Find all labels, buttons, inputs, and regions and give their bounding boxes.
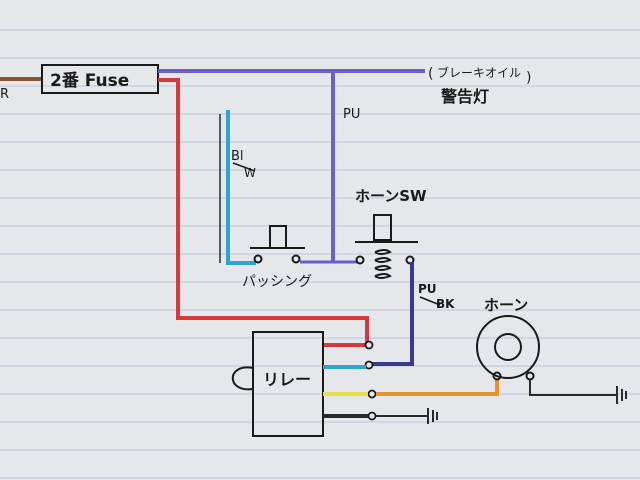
wire-black-horn-ground bbox=[529, 380, 617, 396]
passing-switch bbox=[250, 225, 305, 264]
label-warning-lamp: 警告灯 bbox=[440, 87, 489, 106]
label-brake-paren-close: ) bbox=[526, 70, 531, 86]
label-brake-oil: ブレーキオイル bbox=[437, 65, 521, 80]
label-wire-pu: PU bbox=[343, 107, 360, 122]
wire-dark-blue bbox=[370, 262, 414, 366]
relay-terminals bbox=[364, 340, 377, 421]
relay-box bbox=[252, 331, 324, 437]
label-horn-switch: ホーンSW bbox=[355, 187, 427, 205]
label-relay: リレー bbox=[263, 370, 311, 389]
label-passing: パッシング bbox=[242, 274, 312, 290]
paper-rules bbox=[0, 29, 640, 479]
label-horn: ホーン bbox=[484, 296, 528, 314]
ground-symbol-relay bbox=[427, 408, 438, 424]
relay-mount-tab bbox=[231, 366, 254, 391]
label-wire-w: W bbox=[244, 166, 256, 180]
wire-red bbox=[158, 78, 369, 345]
fuse-label: 2番 Fuse bbox=[50, 71, 129, 91]
horn bbox=[476, 315, 540, 381]
label-brake-paren-open: ( bbox=[428, 66, 433, 82]
label-wire-pu2: PU bbox=[418, 282, 437, 296]
label-wire-r: R bbox=[0, 87, 9, 102]
wire-light-blue bbox=[226, 110, 256, 265]
label-wire-bk: BK bbox=[436, 297, 455, 311]
ground-symbol-horn bbox=[616, 386, 627, 404]
label-wire-bl: Bl bbox=[231, 149, 244, 164]
label-wire-divider-2 bbox=[419, 296, 441, 306]
label-wire-divider bbox=[232, 162, 256, 172]
wire-orange bbox=[376, 378, 499, 396]
